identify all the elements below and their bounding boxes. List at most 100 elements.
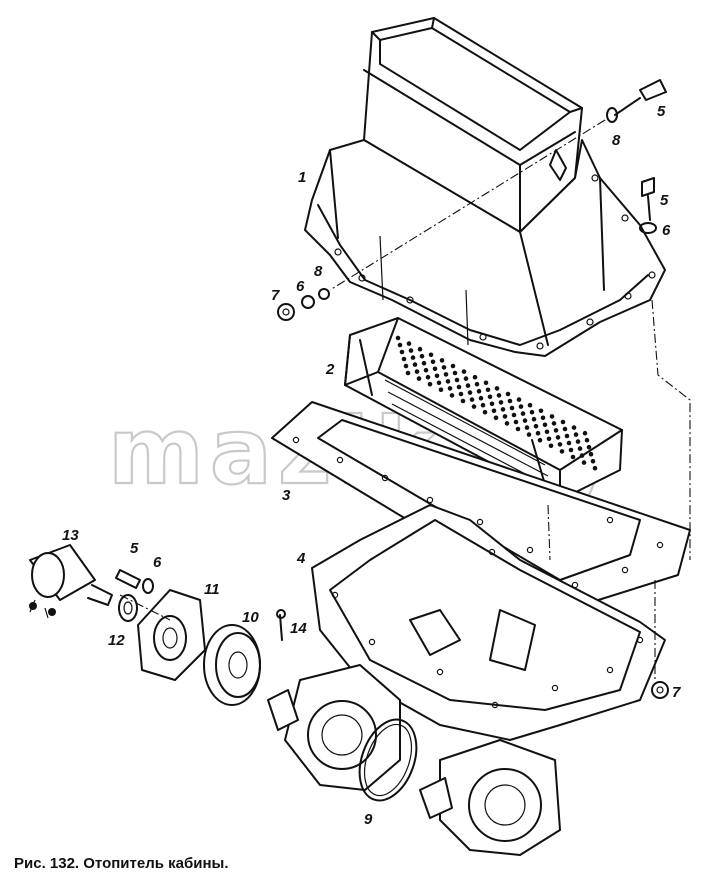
fin-dot bbox=[592, 465, 598, 471]
fin-dot bbox=[472, 374, 478, 380]
fin-dot bbox=[443, 372, 449, 377]
fin-dot bbox=[485, 387, 491, 393]
fin-dot bbox=[542, 422, 548, 428]
fin-dot bbox=[584, 437, 590, 443]
fin-dot bbox=[575, 439, 581, 444]
fin-dot bbox=[427, 381, 433, 387]
figure-caption: Рис. 132. Отопитель кабины. bbox=[14, 855, 229, 872]
fin-dot bbox=[416, 376, 422, 381]
fin-dot bbox=[405, 370, 411, 376]
fin-dot bbox=[478, 395, 484, 401]
fin-dot bbox=[482, 409, 488, 415]
impeller-part-10 bbox=[203, 624, 261, 706]
callout-6-mid: 6 bbox=[296, 278, 305, 295]
callout-8-top: 8 bbox=[612, 132, 621, 149]
fin-dot bbox=[522, 418, 528, 423]
fin-dot bbox=[548, 443, 554, 449]
fin-dot bbox=[515, 426, 521, 432]
fin-dot bbox=[487, 394, 493, 400]
fin-dot bbox=[474, 381, 480, 387]
fin-dot bbox=[456, 384, 462, 390]
fin-dot bbox=[449, 393, 455, 398]
fin-dot bbox=[461, 369, 467, 374]
fin-dot bbox=[516, 397, 522, 402]
seal-ring-part-9 bbox=[358, 718, 418, 802]
fin-dot bbox=[465, 383, 471, 388]
fin-dot bbox=[581, 460, 587, 465]
fin-dot bbox=[588, 451, 594, 457]
callout-14: 14 bbox=[290, 620, 307, 637]
fin-dot bbox=[531, 416, 537, 422]
fin-dot bbox=[529, 409, 535, 415]
fin-dot bbox=[526, 432, 532, 437]
fin-dot bbox=[582, 430, 588, 436]
fin-dot bbox=[518, 404, 524, 409]
callout-12: 12 bbox=[108, 632, 125, 649]
fin-dot bbox=[493, 415, 499, 421]
fasteners bbox=[115, 79, 669, 699]
fin-dot bbox=[557, 442, 563, 447]
fin-dot bbox=[428, 352, 434, 358]
fin-dot bbox=[579, 453, 585, 458]
fin-dot bbox=[425, 374, 431, 380]
fin-dot bbox=[476, 388, 482, 394]
fin-dot bbox=[454, 377, 460, 383]
fin-dot bbox=[491, 408, 497, 414]
flange-holes bbox=[334, 174, 656, 350]
fin-dot bbox=[562, 426, 568, 432]
fin-dot bbox=[395, 335, 401, 341]
callout-5-top: 5 bbox=[657, 103, 666, 120]
callout-11: 11 bbox=[204, 581, 220, 598]
upper-housing-part-1 bbox=[304, 17, 666, 357]
fin-dot bbox=[500, 407, 506, 412]
fin-dot bbox=[489, 401, 495, 407]
fin-dot bbox=[546, 436, 552, 442]
fin-dot bbox=[447, 386, 453, 391]
fin-dot bbox=[445, 379, 451, 384]
fin-dot bbox=[401, 356, 407, 362]
motor-part-13 bbox=[29, 544, 113, 619]
fin-dot bbox=[538, 408, 544, 414]
fin-dot bbox=[549, 414, 555, 419]
washer-part-12 bbox=[118, 594, 138, 622]
flange-part-11 bbox=[137, 589, 206, 681]
fin-dot bbox=[414, 369, 420, 374]
fin-dot bbox=[555, 435, 561, 440]
fin-dot bbox=[483, 380, 489, 386]
fin-dot bbox=[434, 373, 440, 379]
fin-dot bbox=[498, 400, 504, 405]
fin-dot bbox=[467, 390, 473, 395]
fin-dot bbox=[463, 376, 469, 381]
fin-dot bbox=[524, 425, 530, 430]
fin-dot bbox=[533, 423, 539, 429]
fin-dot bbox=[540, 415, 546, 421]
fin-dot bbox=[520, 411, 526, 416]
assembly-axes bbox=[119, 119, 691, 680]
fin-dot bbox=[560, 419, 566, 425]
callout-5-left: 5 bbox=[130, 540, 139, 557]
fin-dot bbox=[504, 421, 510, 426]
fin-dot bbox=[452, 370, 458, 376]
fin-dot bbox=[551, 421, 557, 426]
callout-13: 13 bbox=[62, 527, 79, 544]
fin-dot bbox=[537, 437, 543, 443]
fin-dot bbox=[577, 446, 583, 451]
callout-6-right: 6 bbox=[662, 222, 671, 239]
fin-dot bbox=[419, 353, 425, 359]
callout-3: 3 bbox=[282, 487, 291, 504]
fin-dot bbox=[460, 398, 466, 404]
fin-dot bbox=[399, 349, 405, 355]
fin-dot bbox=[496, 393, 502, 398]
radiator-fin-grid bbox=[395, 335, 598, 471]
fin-dot bbox=[527, 402, 533, 408]
fin-dot bbox=[571, 425, 577, 430]
fin-dot bbox=[507, 398, 513, 404]
fin-dot bbox=[511, 412, 517, 418]
callout-4: 4 bbox=[296, 550, 306, 567]
fin-dot bbox=[590, 458, 596, 464]
fin-dot bbox=[439, 358, 445, 363]
fin-dot bbox=[458, 391, 464, 397]
callout-7-left: 7 bbox=[271, 287, 280, 304]
callout-6-left: 6 bbox=[153, 554, 162, 571]
callout-7-right: 7 bbox=[672, 684, 681, 701]
